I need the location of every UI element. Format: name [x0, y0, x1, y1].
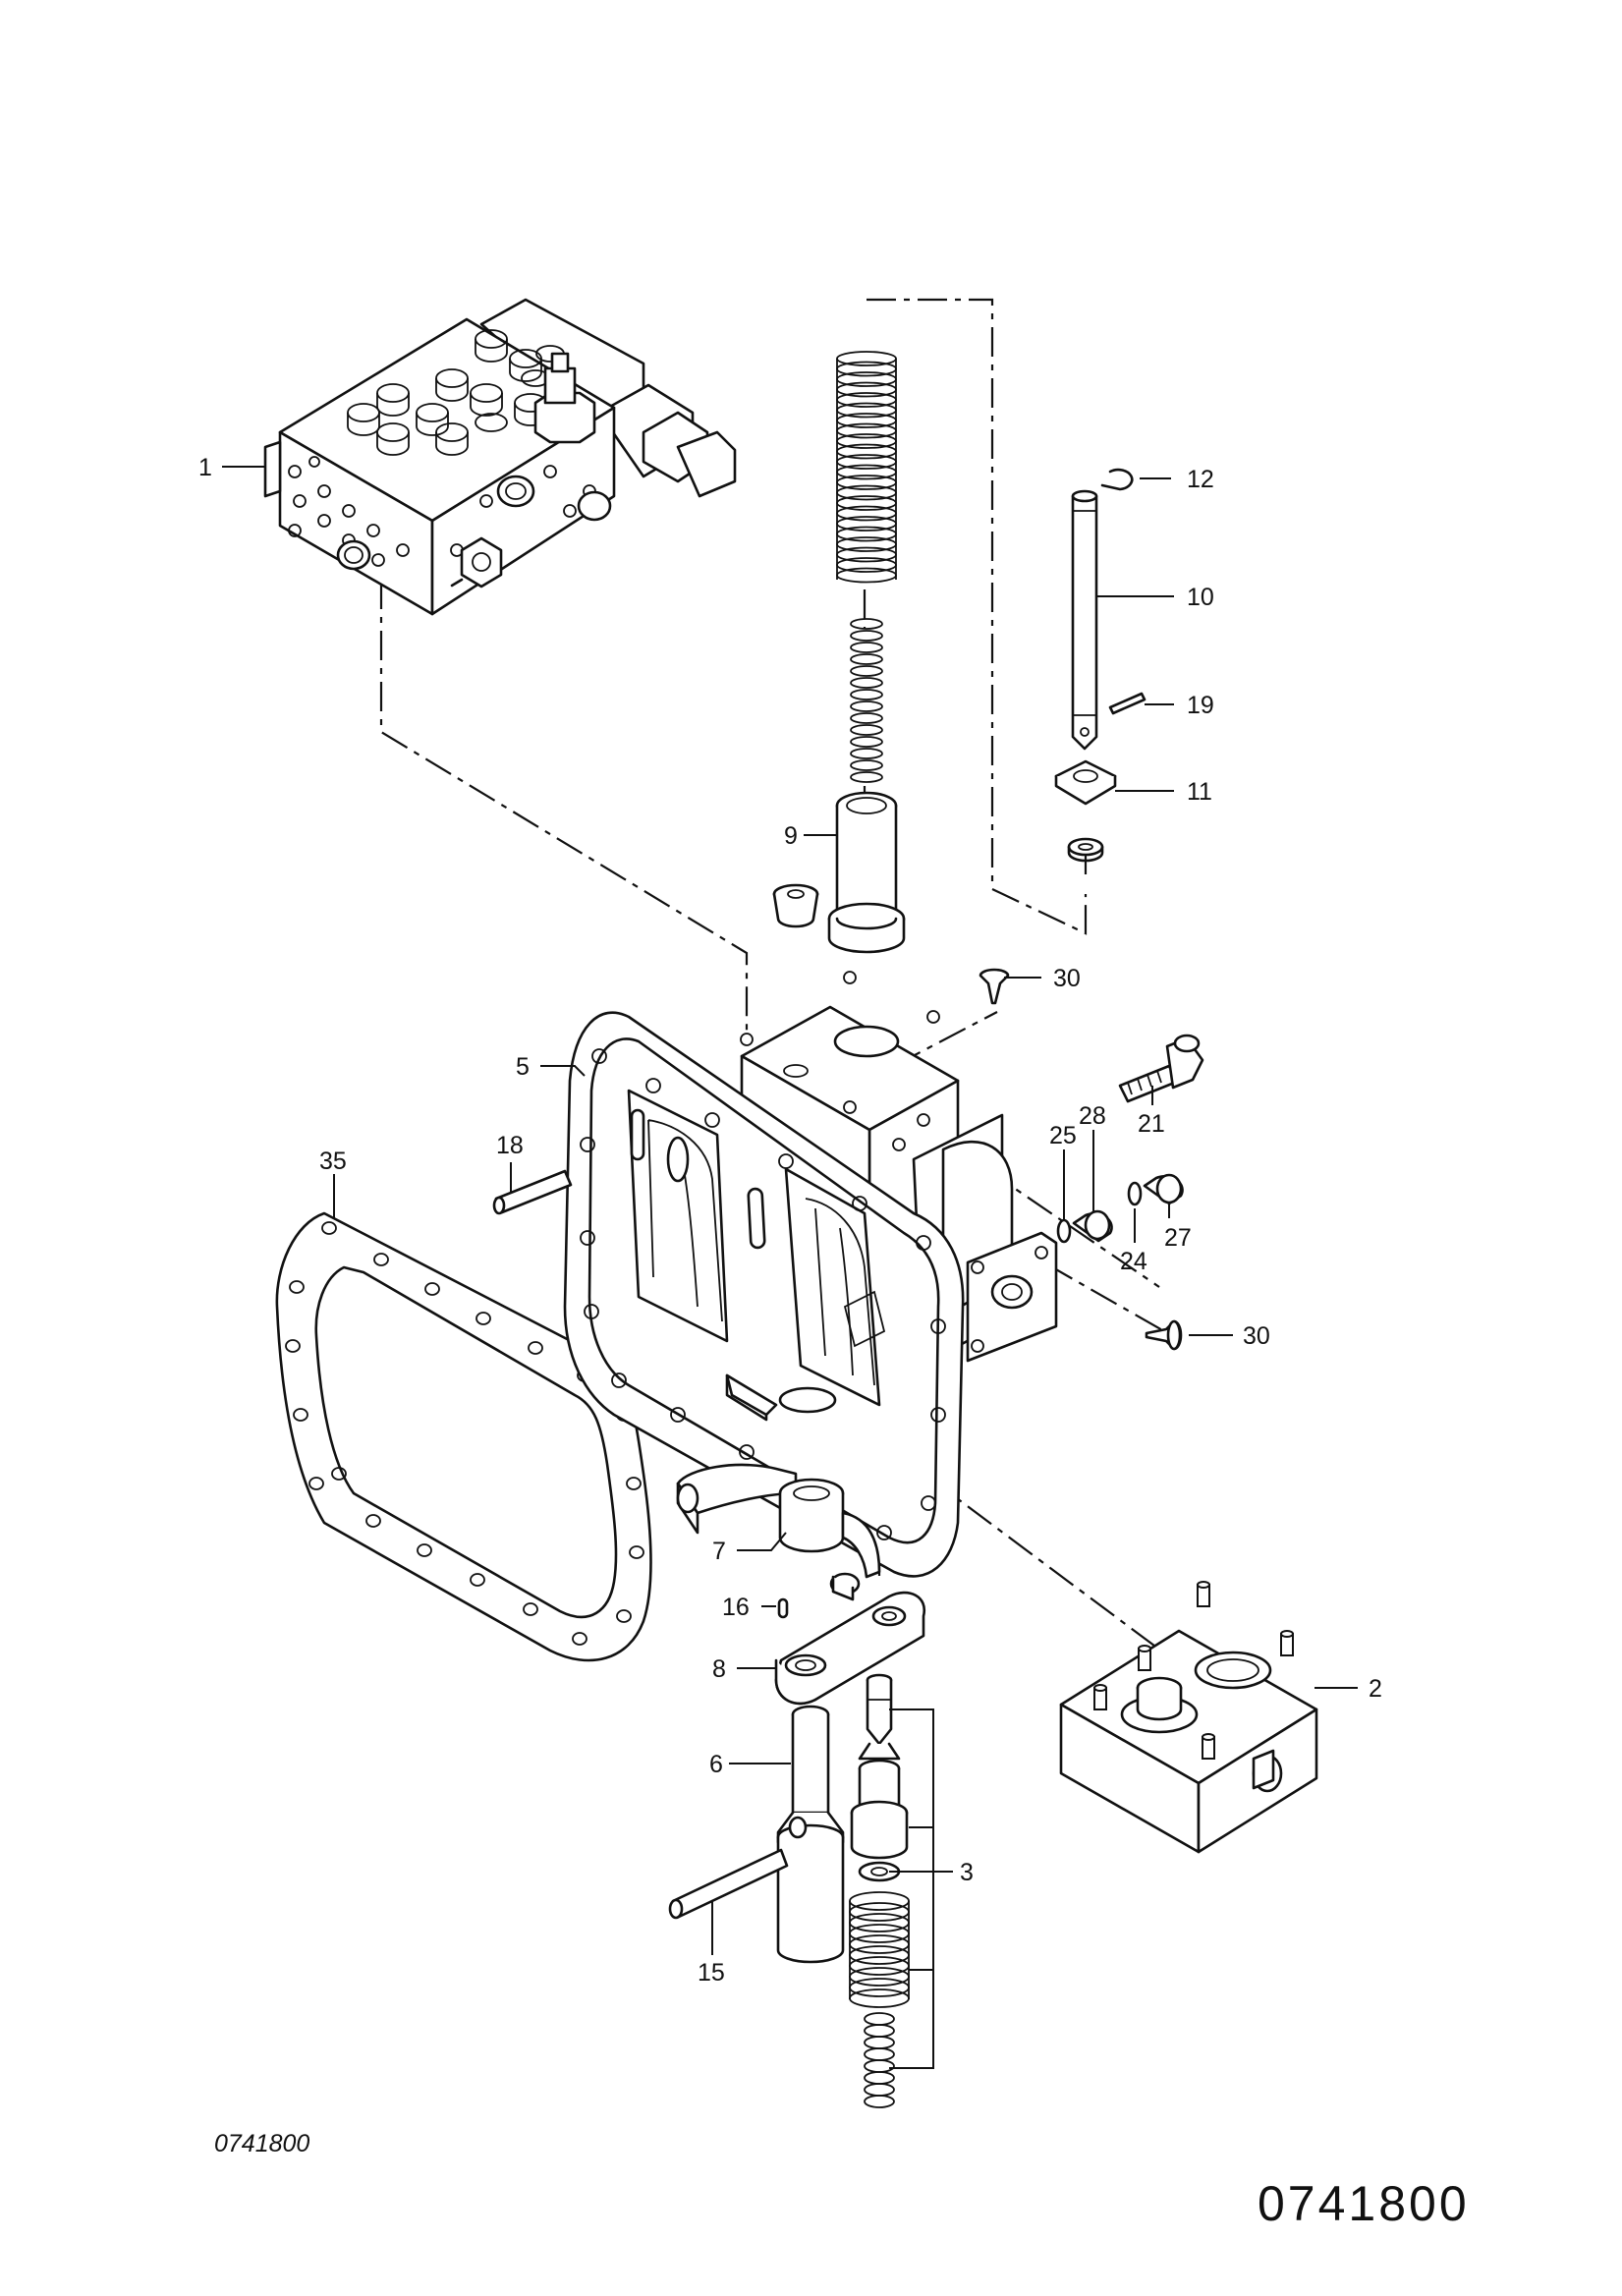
callout-15: 15 — [698, 1959, 725, 1987]
callout-6: 6 — [709, 1751, 723, 1778]
small-hardware — [492, 968, 1204, 1351]
link-plate-part-8 — [774, 1591, 926, 1706]
valve-block-part-1 — [263, 298, 737, 616]
figure-ref-small: 0741800 — [214, 2130, 309, 2157]
callout-8: 8 — [712, 1655, 726, 1683]
cover-block-part-2 — [1059, 1581, 1318, 1854]
callout-16: 16 — [722, 1594, 750, 1621]
figure-ref-large: 0741800 — [1258, 2176, 1470, 2231]
callout-18: 18 — [496, 1132, 524, 1159]
callout-7: 7 — [712, 1538, 726, 1565]
gasket-part-35 — [275, 1211, 652, 1662]
callout-24: 24 — [1120, 1248, 1147, 1275]
callout-35: 35 — [319, 1148, 347, 1175]
callout-30-top: 30 — [1053, 965, 1081, 992]
callout-27: 27 — [1164, 1224, 1192, 1252]
callout-19: 19 — [1187, 692, 1214, 719]
housing-part-5 — [563, 971, 1058, 1578]
callout-10: 10 — [1187, 584, 1214, 611]
callout-21: 21 — [1138, 1110, 1165, 1138]
fork-lever-part-7 — [676, 1463, 881, 1601]
callout-1: 1 — [198, 454, 212, 481]
pin-part-16 — [777, 1597, 789, 1619]
pin-assembly-part-10 — [1054, 468, 1147, 863]
callout-5: 5 — [516, 1053, 530, 1081]
callout-9: 9 — [784, 822, 798, 850]
callout-3: 3 — [960, 1859, 974, 1886]
callout-30-right: 30 — [1243, 1322, 1270, 1350]
spring-and-sleeve-part-9 — [772, 351, 906, 954]
callout-25: 25 — [1049, 1122, 1077, 1149]
callout-labels: 1 2 3 5 6 7 8 9 10 11 12 15 16 18 19 21 … — [198, 454, 1382, 1987]
callout-28: 28 — [1079, 1102, 1106, 1130]
group-bracket-3 — [889, 1708, 938, 2069]
callout-leaders — [222, 466, 1358, 1955]
callout-11: 11 — [1187, 778, 1212, 806]
callout-2: 2 — [1369, 1675, 1382, 1703]
valve-assembly-part-3 — [849, 1673, 910, 2108]
piston-part-6 — [668, 1705, 845, 1964]
callout-12: 12 — [1187, 466, 1214, 493]
